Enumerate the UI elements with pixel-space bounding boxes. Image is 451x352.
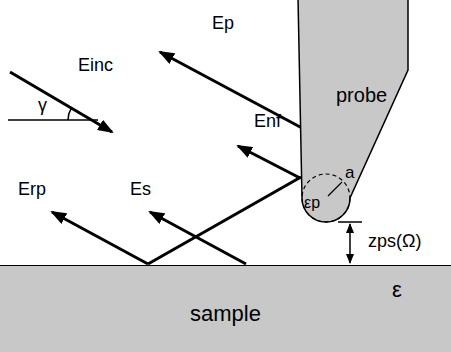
near-field-arrow <box>238 146 300 178</box>
angle-label: γ <box>38 96 47 116</box>
field-label: Ep <box>212 14 234 34</box>
sample-field-arrow <box>150 212 246 264</box>
sample-band: sample ε <box>0 265 451 352</box>
reference-line <box>8 119 98 121</box>
sample-label: sample <box>190 302 261 326</box>
dimension-line <box>349 224 351 263</box>
probe-outline <box>290 0 415 226</box>
permittivity-label: εp <box>304 194 320 212</box>
incident-arrow <box>10 72 112 132</box>
reflected-arrow <box>52 212 148 264</box>
distance-label: zps(Ω) <box>368 232 421 252</box>
probe-label: probe <box>336 84 387 106</box>
angle-arc <box>68 109 71 120</box>
permittivity-label: ε <box>392 278 402 302</box>
field-label: Einc <box>78 56 113 76</box>
tip-sample-ray <box>148 177 301 264</box>
field-label: Erp <box>18 180 46 200</box>
dimension-tick <box>338 221 362 223</box>
field-label: Es <box>130 180 151 200</box>
radius-label: a <box>345 164 354 183</box>
field-label: Enf <box>254 112 281 132</box>
probe-shape: probe <box>290 0 415 226</box>
